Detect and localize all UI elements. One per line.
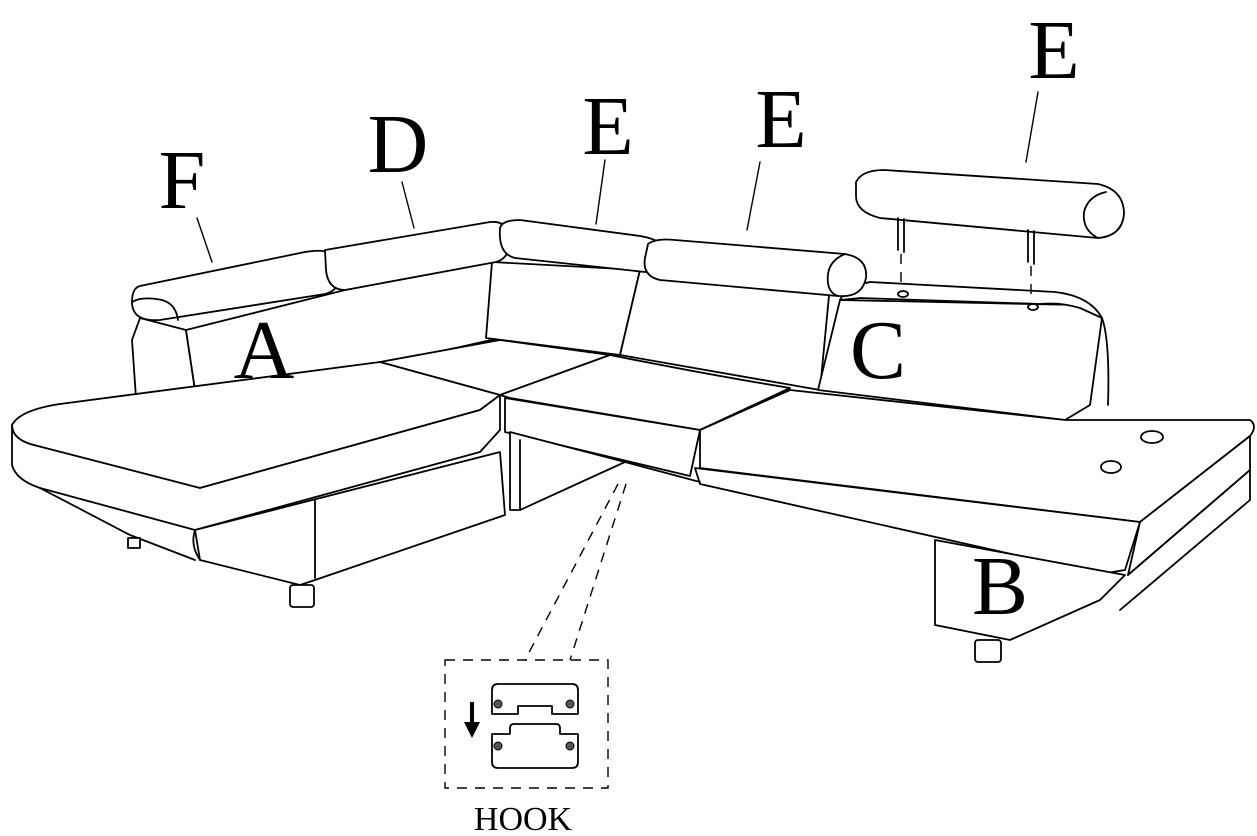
hook-rivet-2 xyxy=(565,699,575,709)
headrest-f-end xyxy=(131,297,179,321)
hook-detail: HOOK xyxy=(444,483,627,836)
headrest-group xyxy=(131,219,868,322)
leader-lines xyxy=(196,91,1039,263)
hook-detail-frame xyxy=(444,659,609,789)
detached-headrest-group xyxy=(855,169,1125,311)
backrest-c-edge xyxy=(1101,317,1110,406)
label-b: B xyxy=(972,540,1028,633)
post-guide-lines xyxy=(900,254,1032,300)
hook-plate-bottom xyxy=(491,723,579,769)
headrest-posts xyxy=(897,217,1035,265)
hook-rivet-3 xyxy=(493,741,503,751)
leader-e-detached xyxy=(1025,91,1039,163)
right-foot xyxy=(974,639,1002,663)
right-base-end xyxy=(1119,469,1251,611)
post-socket-1 xyxy=(897,290,909,298)
label-e-mid: E xyxy=(755,73,806,166)
hook-caption: HOOK xyxy=(474,801,573,836)
hook-rivet-1 xyxy=(493,699,503,709)
headrest-e-mid-end xyxy=(826,253,846,297)
leader-d xyxy=(401,181,415,229)
label-e-left: E xyxy=(582,80,633,173)
leader-e-mid xyxy=(746,161,761,231)
middle-base-group xyxy=(509,431,701,511)
down-arrow-icon xyxy=(464,722,480,738)
middle-seat-front xyxy=(504,397,701,477)
left-foot-front xyxy=(289,584,315,608)
left-chaise-front xyxy=(11,394,501,531)
leader-e-left xyxy=(595,159,606,225)
middle-base-edge xyxy=(624,461,701,483)
left-base-curve xyxy=(192,529,201,561)
hook-plate-top xyxy=(491,683,579,715)
left-chaise-group xyxy=(11,361,506,608)
seat-cushion-group xyxy=(379,339,1255,576)
label-c: C xyxy=(850,304,906,397)
label-f: F xyxy=(159,134,206,227)
label-d: D xyxy=(368,98,429,191)
label-e-detached: E xyxy=(1028,4,1079,97)
left-foot-back xyxy=(127,537,141,549)
part-labels: F D E E E A C B xyxy=(159,4,1080,633)
detached-headrest xyxy=(855,169,1125,239)
socket-hole-1 xyxy=(1140,430,1164,444)
right-base-group xyxy=(934,430,1251,663)
detached-headrest-end xyxy=(1082,191,1107,239)
hook-rivet-4 xyxy=(565,741,575,751)
headrest-e-mid xyxy=(643,238,868,298)
label-a: A xyxy=(234,304,295,397)
middle-seat-top xyxy=(499,354,791,431)
hook-callout-lines xyxy=(524,483,627,661)
leader-f xyxy=(196,217,213,263)
left-base-edge xyxy=(39,487,196,561)
right-base xyxy=(934,539,1126,641)
post-socket-2 xyxy=(1027,303,1039,311)
socket-hole-2 xyxy=(1100,460,1122,474)
backrest-group xyxy=(131,261,1110,421)
